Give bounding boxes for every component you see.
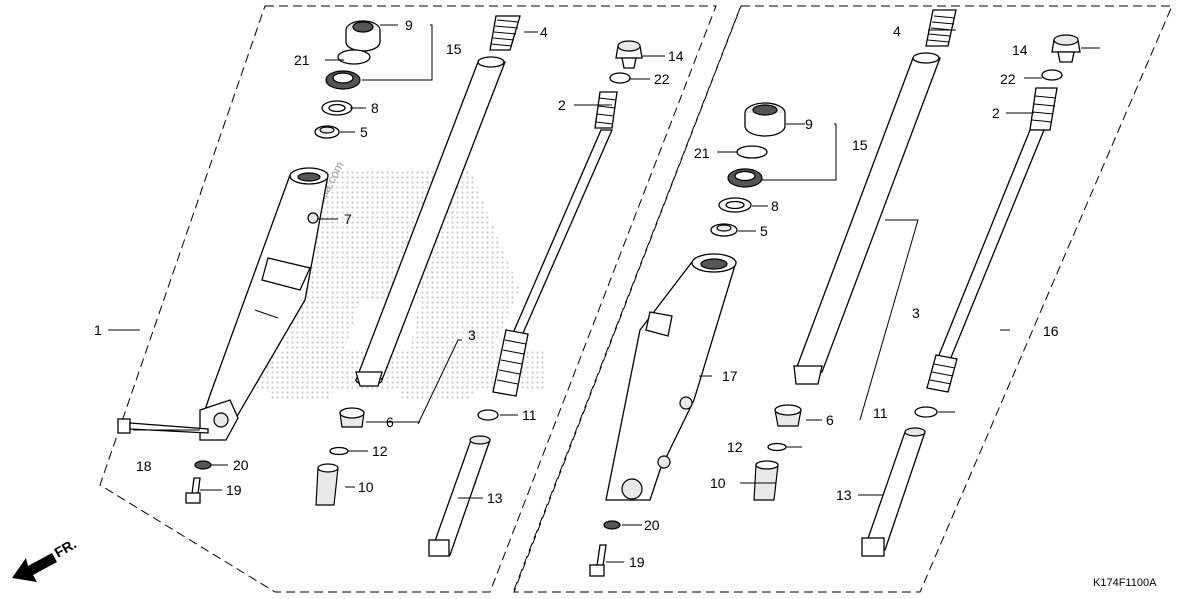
right-washer-20 [603, 520, 621, 530]
right-spring-4 [925, 9, 957, 47]
callout-14-right: 14 [1012, 42, 1028, 58]
callout-12-right: 12 [727, 439, 743, 455]
callout-5-left: 5 [360, 124, 368, 140]
callout-3-left: 3 [468, 327, 476, 343]
right-bolt-14 [1051, 34, 1081, 63]
callout-20-left: 20 [233, 457, 249, 473]
left-fork-cap [345, 20, 381, 52]
callout-18-left: 18 [136, 458, 152, 474]
callout-13-right: 13 [836, 487, 852, 503]
callout-4-left: 4 [540, 24, 548, 40]
front-direction-arrow-icon [12, 553, 57, 582]
callout-10-left: 10 [358, 479, 374, 495]
left-clip-21 [337, 49, 371, 65]
callout-5-right: 5 [760, 223, 768, 239]
callout-9-left: 9 [405, 17, 413, 33]
left-washer-20 [194, 460, 212, 470]
left-oring-22 [609, 72, 631, 84]
callout-11-right: 11 [873, 405, 888, 421]
callout-20-right: 20 [644, 517, 660, 533]
callout-9-right: 9 [805, 116, 813, 132]
right-fork-tube [793, 52, 941, 385]
right-outline-divider [513, 7, 741, 591]
right-piece-10 [753, 460, 779, 501]
left-bolt-14 [615, 40, 643, 69]
callout-15-right: 15 [852, 137, 868, 153]
callout-2-right: 2 [992, 105, 1000, 121]
right-assembly-outline [513, 5, 1173, 593]
diagram-code: K174F1100A [1093, 577, 1157, 589]
callout-15-left: 15 [446, 41, 462, 57]
callout-7-left: 7 [344, 211, 352, 227]
callout-11-left: 11 [522, 407, 537, 423]
callout-4-right: 4 [893, 23, 901, 39]
left-spring-4 [489, 15, 521, 51]
callout-2-left: 2 [558, 97, 566, 113]
left-bolt-18 [117, 418, 209, 434]
callout-22-left: 22 [654, 71, 670, 87]
callout-19-right: 19 [629, 554, 645, 570]
left-piece-13 [428, 435, 491, 557]
right-washer-8 [718, 197, 752, 213]
right-damper-rod [926, 87, 1058, 393]
left-assembly-outline [99, 5, 717, 593]
callout-16-right: 16 [1043, 323, 1059, 339]
left-leader-lines [108, 24, 665, 499]
right-clip-21 [736, 145, 768, 159]
right-bushing-5 [710, 223, 738, 237]
callout-6-right: 6 [826, 412, 834, 428]
right-clip-11 [914, 406, 938, 418]
callout-1-left: 1 [94, 322, 102, 338]
left-fork-slider [199, 167, 329, 441]
callout-21-right: 21 [694, 145, 710, 161]
right-collar-6 [774, 404, 802, 427]
front-arrow-label: FR. [52, 535, 80, 560]
callout-3-right: 3 [912, 305, 920, 321]
callout-17-right: 17 [722, 368, 738, 384]
right-fork-cap [744, 102, 786, 137]
callout-8-left: 8 [371, 100, 379, 116]
left-fork-tube [355, 56, 506, 387]
right-fork-slider [605, 253, 737, 501]
left-bolt-19 [185, 477, 201, 504]
callout-21-left: 21 [294, 52, 310, 68]
left-damper-rod [492, 91, 618, 397]
right-oring-22 [1041, 69, 1063, 81]
callout-22-right: 22 [1000, 71, 1016, 87]
left-piece-10 [315, 463, 339, 506]
right-bolt-19 [589, 544, 607, 577]
left-ring-12 [329, 446, 349, 456]
callout-14-left: 14 [668, 48, 684, 64]
right-piece-13 [861, 427, 926, 557]
callout-19-left: 19 [226, 482, 242, 498]
left-washer-8 [321, 100, 353, 116]
left-seal-7 [307, 212, 319, 224]
right-ring-12 [767, 442, 787, 452]
right-leader-lines [606, 29, 1100, 563]
left-collar-6 [339, 407, 365, 428]
callout-13-left: 13 [487, 490, 503, 506]
left-oil-seal [325, 70, 361, 90]
callout-6-left: 6 [386, 414, 394, 430]
callout-12-left: 12 [372, 443, 388, 459]
left-clip-11 [477, 409, 499, 421]
callout-8-right: 8 [771, 198, 779, 214]
callout-10-right: 10 [710, 475, 726, 491]
left-bushing-5 [314, 125, 340, 139]
right-oil-seal [727, 168, 763, 188]
